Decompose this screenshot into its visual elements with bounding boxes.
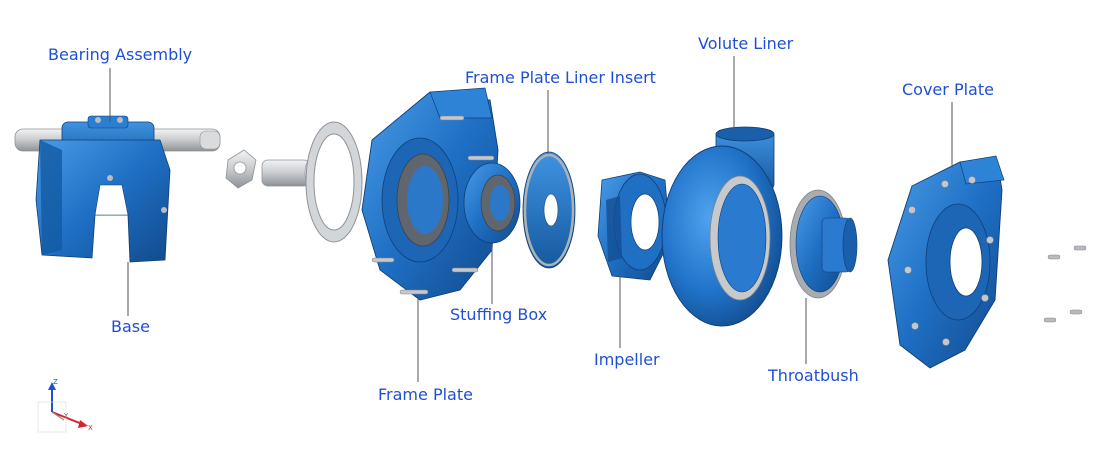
coupling-part bbox=[225, 149, 257, 189]
label-base: Base bbox=[111, 317, 150, 336]
frame-plate-liner-insert-part bbox=[522, 151, 576, 269]
frame-plate-part bbox=[361, 87, 499, 301]
impeller-part bbox=[597, 171, 671, 281]
base-part bbox=[14, 115, 221, 263]
volute-liner-part bbox=[661, 126, 783, 327]
axis-triad: Z Y X bbox=[37, 378, 93, 433]
cover-plate-part bbox=[887, 155, 1005, 369]
label-cover-plate: Cover Plate bbox=[902, 80, 994, 99]
x-axis-line bbox=[51, 411, 83, 425]
small-bolts bbox=[1043, 245, 1087, 323]
z-axis-label: Z bbox=[53, 378, 58, 386]
label-throatbush: Throatbush bbox=[768, 366, 859, 385]
z-axis-arrow bbox=[48, 382, 56, 390]
label-frame-plate: Frame Plate bbox=[378, 385, 473, 404]
throatbush-part bbox=[789, 189, 858, 299]
triad-box bbox=[37, 401, 67, 433]
gasket-ring-part bbox=[305, 121, 363, 243]
y-axis-label: Y bbox=[63, 412, 69, 420]
label-frame-plate-liner-insert: Frame Plate Liner Insert bbox=[465, 68, 656, 87]
label-bearing-assembly: Bearing Assembly bbox=[48, 45, 193, 64]
label-volute-liner: Volute Liner bbox=[698, 34, 794, 53]
x-axis-arrow bbox=[78, 420, 88, 428]
label-stuffing-box: Stuffing Box bbox=[450, 305, 548, 324]
label-impeller: Impeller bbox=[594, 350, 660, 369]
y-axis-line bbox=[51, 411, 65, 421]
stuffing-box-part bbox=[463, 162, 521, 244]
x-axis-label: X bbox=[88, 424, 93, 432]
leader-lines bbox=[109, 56, 953, 382]
